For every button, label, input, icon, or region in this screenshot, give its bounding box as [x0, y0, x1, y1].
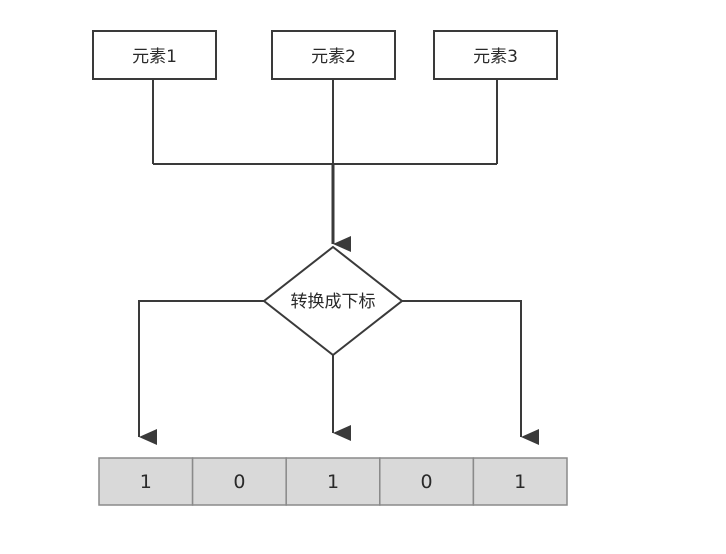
array-cell-value: 0: [233, 471, 245, 493]
element-box-1: 元素1: [92, 30, 217, 80]
element-label-2: 元素2: [311, 47, 356, 67]
split-line-right: [402, 300, 539, 445]
array-cell: 1: [285, 457, 381, 506]
split-connector: [138, 300, 539, 445]
element-box-3: 元素3: [433, 30, 558, 80]
array-cell-value: 0: [421, 471, 433, 493]
bit-array: 1 0 1 0 1: [98, 457, 568, 506]
merge-connector: [152, 79, 498, 165]
element-box-2: 元素2: [271, 30, 396, 80]
decision-diamond: 转换成下标: [262, 245, 404, 357]
array-cell-value: 1: [514, 471, 526, 493]
split-line-left: [138, 300, 264, 445]
element-label-1: 元素1: [132, 47, 177, 67]
array-cell-value: 1: [140, 471, 152, 493]
array-cell-value: 1: [327, 471, 339, 493]
array-cell: 0: [191, 457, 287, 506]
decision-label: 转换成下标: [291, 292, 376, 312]
element-label-3: 元素3: [473, 47, 518, 67]
array-cell: 0: [379, 457, 475, 506]
array-cell: 1: [98, 457, 194, 506]
array-cell: 1: [472, 457, 568, 506]
